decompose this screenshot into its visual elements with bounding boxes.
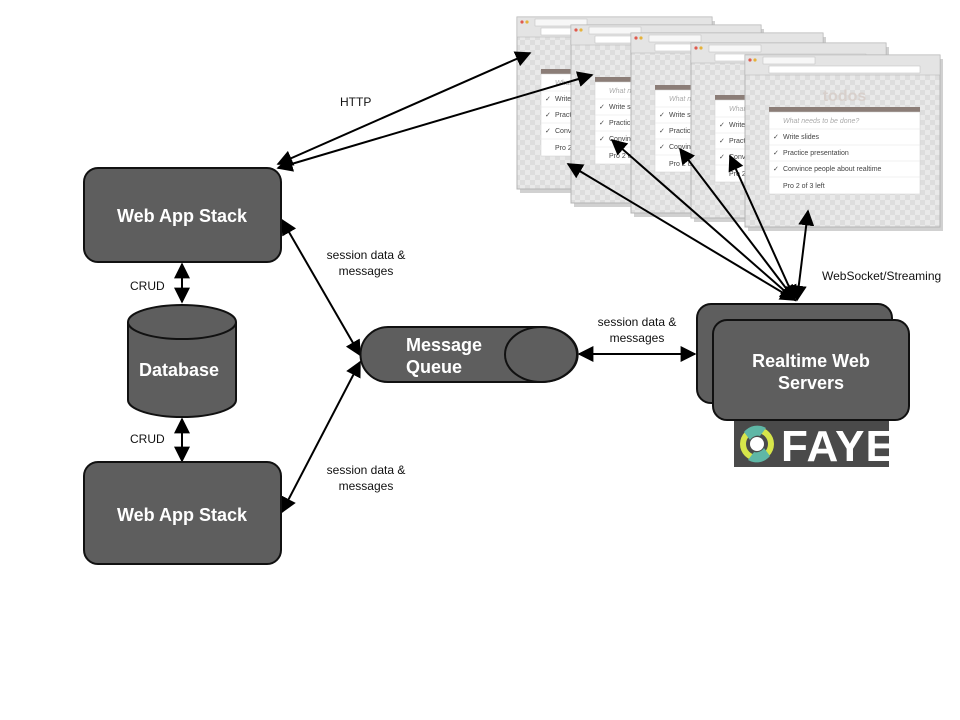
database-label: Database bbox=[139, 360, 219, 380]
session-label-right-2: messages bbox=[610, 331, 665, 345]
web-app-stack-bottom-label: Web App Stack bbox=[117, 505, 248, 525]
session-label-right-1: session data & bbox=[598, 315, 677, 329]
web-app-stack-top: Web App Stack bbox=[83, 167, 282, 263]
svg-text:Convince people about realtime: Convince people about realtime bbox=[783, 166, 882, 173]
svg-text:✓: ✓ bbox=[599, 104, 605, 111]
crud-label-bottom: CRUD bbox=[130, 432, 165, 446]
svg-text:✓: ✓ bbox=[773, 166, 779, 173]
svg-text:Write slides: Write slides bbox=[609, 104, 646, 111]
browser-windows-stack: ✓ Write slides ✓ Practice presentation ✓ Conv… bbox=[516, 16, 943, 231]
svg-text:✓: ✓ bbox=[599, 120, 605, 127]
message-queue-label-1: Message bbox=[406, 335, 482, 355]
websocket-label: WebSocket/Streaming bbox=[822, 269, 941, 283]
svg-text:✓: ✓ bbox=[545, 112, 551, 119]
svg-text:✓: ✓ bbox=[659, 144, 665, 151]
svg-text:✓: ✓ bbox=[719, 138, 725, 145]
svg-text:Practice presentation: Practice presentation bbox=[783, 150, 849, 157]
svg-text:✓: ✓ bbox=[773, 150, 779, 157]
web-app-stack-bottom: Web App Stack bbox=[83, 461, 282, 565]
session-arrow-top bbox=[281, 218, 361, 357]
http-arrow-2 bbox=[276, 71, 594, 172]
crud-label-top: CRUD bbox=[130, 279, 165, 293]
svg-text:✓: ✓ bbox=[719, 154, 725, 161]
session-arrow-bottom bbox=[281, 360, 361, 514]
http-label: HTTP bbox=[340, 95, 371, 109]
session-label-top-1: session data & bbox=[327, 248, 406, 262]
svg-text:✓: ✓ bbox=[659, 128, 665, 135]
svg-text:Pro 2 of 3 left: Pro 2 of 3 left bbox=[783, 183, 825, 190]
web-app-stack-top-label: Web App Stack bbox=[117, 206, 248, 226]
svg-text:todos: todos bbox=[823, 88, 867, 105]
ws-arrow-4 bbox=[728, 154, 797, 302]
session-label-bottom-1: session data & bbox=[327, 463, 406, 477]
http-arrow-1 bbox=[276, 51, 532, 166]
svg-text:✓: ✓ bbox=[545, 96, 551, 103]
svg-text:✓: ✓ bbox=[659, 112, 665, 119]
message-queue-label-2: Queue bbox=[406, 357, 462, 377]
svg-text:✓: ✓ bbox=[719, 122, 725, 129]
faye-logo: FAYE bbox=[734, 421, 896, 471]
realtime-web-servers: Realtime Web Servers bbox=[696, 303, 910, 421]
svg-text:✓: ✓ bbox=[773, 134, 779, 141]
message-queue: Message Queue bbox=[359, 326, 579, 383]
connectors bbox=[174, 51, 815, 514]
ws-arrow-5 bbox=[790, 209, 815, 302]
svg-text:Write slides: Write slides bbox=[783, 134, 820, 141]
session-label-bottom-2: messages bbox=[339, 479, 394, 493]
svg-text:✓: ✓ bbox=[599, 136, 605, 143]
svg-text:What needs to be done?: What needs to be done? bbox=[783, 118, 859, 125]
session-label-top-2: messages bbox=[339, 264, 394, 278]
realtime-label-2: Servers bbox=[778, 373, 844, 393]
browser-window-5: ✓ Write slides ✓ Practice presentation ✓ Conv… bbox=[744, 54, 943, 231]
database: Database bbox=[127, 304, 237, 418]
faye-logo-text: FAYE bbox=[781, 422, 896, 471]
svg-text:Write slides: Write slides bbox=[669, 112, 706, 119]
svg-text:✓: ✓ bbox=[545, 128, 551, 135]
realtime-label-1: Realtime Web bbox=[752, 351, 870, 371]
